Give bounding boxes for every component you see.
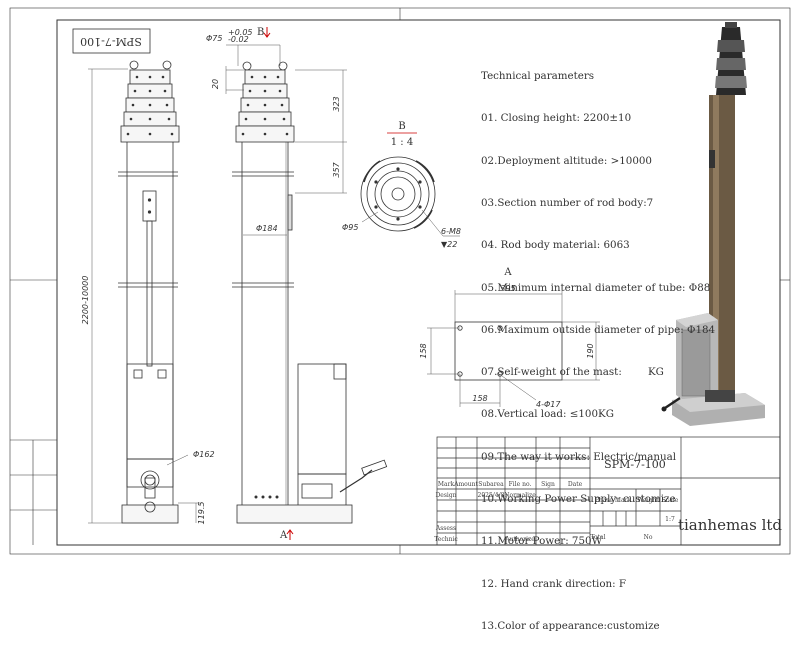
dim-thread-depth: ▼22	[441, 240, 457, 249]
tb-sign: Sign	[541, 481, 555, 488]
marker-a-arrow	[286, 529, 294, 540]
param-line: 02.Deployment altitude: >10000	[481, 154, 652, 167]
title-row1: Mark Amount Subarea File no. Sign Date	[438, 481, 583, 488]
title-part-no: SPM-7-100	[604, 458, 666, 471]
drawing-sheet: SPM-7-100	[9, 7, 791, 555]
sheet-border	[9, 7, 791, 555]
dim-height-range: 2200-10000	[81, 276, 90, 325]
param-line: 01. Closing height: 2200±10	[481, 112, 632, 125]
side-view	[232, 61, 388, 524]
param-line: 12. Hand crank direction: F	[481, 577, 627, 590]
tb-design: Design	[435, 492, 456, 499]
tb-file-no: File no.	[509, 481, 532, 488]
tb-scale-label: Scale	[662, 497, 679, 504]
param-line: 03.Section number of rod body:7	[481, 197, 654, 210]
tb-authorize: Authorize	[504, 536, 535, 543]
param-line: 07.Self-weight of the mast: KG	[481, 366, 664, 379]
dim-395: 395	[500, 284, 515, 293]
param-line: 04. Rod body material: 6063	[481, 239, 630, 252]
param-line: 11.Motor Power: 750W	[481, 535, 603, 548]
dim-158-v: 158	[419, 343, 428, 358]
tb-phase-mark: Phase Mark	[595, 497, 632, 504]
param-line: 09.The way it works: Electric/manual	[481, 450, 677, 463]
dim-holes: 4-Φ17	[536, 400, 561, 409]
dim-diam-95: Φ95	[342, 223, 358, 232]
title-scale-value: 1:7	[665, 516, 675, 523]
front-dims	[88, 68, 200, 524]
dim-357: 357	[332, 161, 341, 177]
dim-119-5: 119.5	[197, 502, 206, 525]
tb-weight: Weight	[637, 497, 659, 504]
tb-technic: Technic	[434, 536, 458, 543]
tb-date: Date	[568, 481, 583, 488]
param-line: 05.Minimum internal diameter of tube: Φ8…	[481, 281, 711, 294]
tb-date-value: 2025/4/8	[478, 492, 505, 499]
front-view	[118, 60, 180, 524]
param-line: 13.Color of appearance:customize	[481, 619, 660, 632]
marker-b: B	[257, 27, 264, 38]
tb-mark: Mark	[438, 481, 455, 488]
section-b-scale: 1 : 4	[391, 137, 413, 148]
dim-diam-75: Φ75	[206, 34, 222, 43]
title-block	[436, 436, 781, 546]
section-b-title: B	[398, 121, 405, 132]
view-a-label: A	[503, 267, 512, 278]
dim-thread: 6-M8	[441, 227, 461, 236]
section-b-dims	[361, 209, 460, 237]
mast-3d-render	[661, 22, 765, 426]
dim-323: 323	[332, 96, 341, 111]
rotated-code: SPM-7-100	[80, 35, 142, 48]
param-line: 08.Vertical load: ≤100KG	[481, 408, 614, 421]
tb-amount: Amount	[453, 481, 478, 488]
title-company: tianhemas ltd	[678, 516, 782, 534]
technical-parameters: Technical parameters 01. Closing height:…	[481, 41, 715, 647]
dim-tol-minus: -0.02	[228, 35, 249, 44]
dim-190: 190	[586, 343, 595, 358]
section-b-view	[360, 156, 436, 232]
rotated-code-box: SPM-7-100	[72, 28, 151, 54]
tb-subarea: Subarea	[478, 481, 504, 488]
tb-normalize: Normalize	[504, 492, 536, 499]
tb-total: Total	[590, 534, 605, 541]
dim-158-h: 158	[472, 394, 487, 403]
view-a-dims	[427, 290, 600, 407]
marker-a: A	[279, 530, 288, 541]
dim-diam-162: Φ162	[193, 450, 215, 459]
param-line: 06.Maximum outside diameter of pipe: Φ18…	[481, 323, 716, 336]
tb-no: No	[644, 534, 653, 541]
technical-title: Technical parameters	[481, 70, 595, 83]
marker-b-arrow	[263, 27, 271, 38]
dim-tol-plus: +0.05	[228, 28, 253, 37]
side-dims	[225, 44, 347, 236]
tb-assess: Assess	[435, 525, 456, 532]
param-line: 10.Working Power Supply: customize	[481, 493, 676, 505]
dim-20: 20	[211, 79, 220, 89]
dim-diam-184: Φ184	[256, 224, 278, 233]
